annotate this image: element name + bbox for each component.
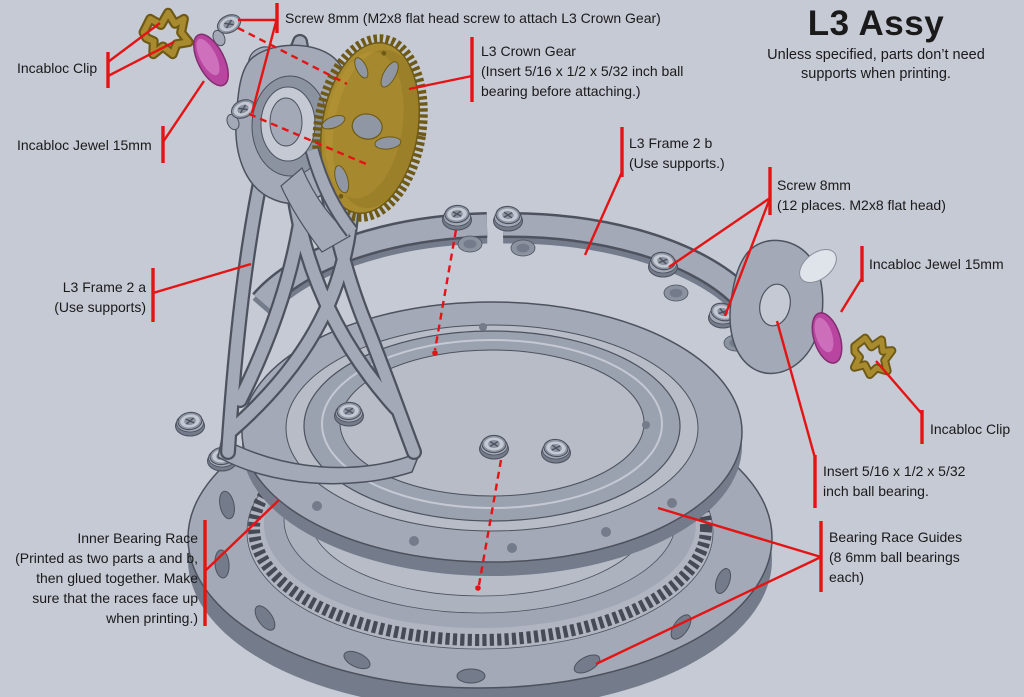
callout-frame-2b-leader xyxy=(583,127,624,256)
page-title: L3 Assy xyxy=(807,4,945,43)
bearing-race-guides-model xyxy=(175,301,743,576)
callout-inner-bearing-race-leader xyxy=(203,499,280,626)
callout-incabloc-clip-left-leader xyxy=(106,22,175,88)
callout-crown-gear-leader xyxy=(408,37,474,102)
shiny-hub-cap xyxy=(799,249,837,283)
callout-insert-bearing-label: Insert 5/16 x 1/2 x 5/32 inch ball beari… xyxy=(823,463,966,499)
callout-bearing-race-guides-leader xyxy=(595,506,823,666)
annotation-dashed-lines xyxy=(237,26,503,591)
callout-screw-12-label: Screw 8mm (12 places. M2x8 flat head) xyxy=(777,177,946,213)
callout-incabloc-clip-right-label: Incabloc Clip xyxy=(930,421,1011,437)
callout-frame-2a-label: L3 Frame 2 a (Use supports) xyxy=(54,279,146,315)
callout-crown-gear-label: L3 Crown Gear (Insert 5/16 x 1/2 x 5/32 … xyxy=(481,43,684,99)
callout-incabloc-jewel-left-label: Incabloc Jewel 15mm xyxy=(17,137,152,153)
callout-frame-2a-leader xyxy=(151,262,252,322)
exploded-parts-left xyxy=(140,9,259,131)
callout-screw-top-leader xyxy=(238,3,279,114)
callout-screw-top-label: Screw 8mm (M2x8 flat head screw to attac… xyxy=(285,10,661,26)
callout-screw-12-leader xyxy=(668,167,772,317)
callout-incabloc-clip-right-leader xyxy=(875,360,924,444)
gear-teeth-ring xyxy=(248,410,712,646)
callout-inner-bearing-race-label: Inner Bearing Race (Printed as two parts… xyxy=(15,530,198,626)
title-block: L3 Assy Unless specified, parts don’t ne… xyxy=(733,4,1019,84)
incabloc-clip-right-model xyxy=(850,335,893,377)
l3-crown-gear-model xyxy=(312,34,428,222)
title-note: Unless specified, parts don’t need suppo… xyxy=(767,47,985,82)
callout-incabloc-jewel-right-label: Incabloc Jewel 15mm xyxy=(869,256,1004,272)
callout-bearing-race-guides-label: Bearing Race Guides (8 6mm ball bearings… xyxy=(829,529,963,585)
callout-insert-bearing-leader xyxy=(775,320,817,508)
callout-incabloc-jewel-right-leader xyxy=(839,246,864,313)
frame-arm-over-gear-face xyxy=(306,148,357,236)
flange-holes xyxy=(214,490,732,684)
callout-incabloc-jewel-left-leader xyxy=(161,80,205,163)
incabloc-clip-left-model xyxy=(140,9,192,60)
screw-collar-left xyxy=(212,29,226,47)
callout-frame-2b-label: L3 Frame 2 b (Use supports.) xyxy=(629,135,725,171)
callout-incabloc-clip-left-label: Incabloc Clip xyxy=(17,60,98,76)
